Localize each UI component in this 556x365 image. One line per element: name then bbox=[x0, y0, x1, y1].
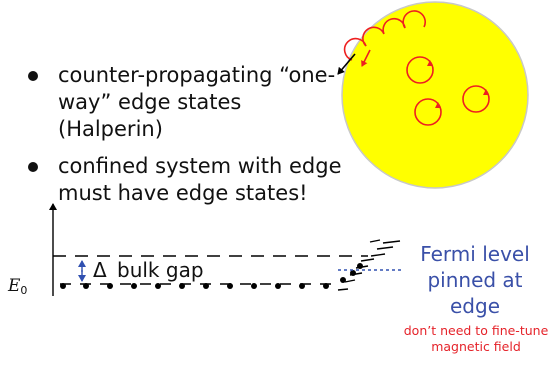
edge-state-level bbox=[349, 272, 363, 276]
edge-state-level bbox=[355, 265, 369, 269]
bullet-item-confined-system: confined system with edge must have edge… bbox=[22, 153, 342, 207]
electron-dot bbox=[299, 283, 305, 289]
edge-state-level bbox=[370, 253, 386, 257]
edge-state-level bbox=[344, 279, 356, 283]
electron-dot bbox=[340, 277, 346, 283]
bullet-dot-icon bbox=[28, 71, 38, 81]
edge-state-level bbox=[360, 258, 375, 262]
electron-dot bbox=[131, 283, 137, 289]
electron-dot bbox=[251, 283, 257, 289]
electron-dot bbox=[275, 283, 281, 289]
bullet-list: counter-propagating “one-way” edge state… bbox=[22, 62, 342, 217]
edge-state-level bbox=[382, 240, 401, 244]
electron-dot bbox=[107, 283, 113, 289]
fermi-level-label: Fermi level pinned at edge bbox=[420, 242, 530, 318]
bullet-dot-icon bbox=[28, 162, 38, 172]
electron-dot bbox=[323, 283, 329, 289]
energy-symbol: E0 bbox=[7, 276, 27, 297]
electron-dot bbox=[179, 283, 185, 289]
edge-state-level bbox=[337, 288, 349, 291]
electron-dot bbox=[60, 283, 66, 289]
sample-disk-illustration bbox=[337, 1, 529, 189]
edge-orbit-arrow-icon bbox=[361, 49, 371, 67]
electron-dot bbox=[203, 283, 209, 289]
edge-state-level bbox=[369, 239, 381, 243]
bullet-text: confined system with edge must have edge… bbox=[58, 154, 342, 205]
energy-diagram: Δ bulk gap E0 bbox=[7, 203, 402, 297]
skipping-edge-orbit bbox=[343, 10, 427, 61]
delta-symbol: Δ bbox=[93, 258, 107, 282]
electron-dots bbox=[60, 263, 363, 289]
electron-dot bbox=[227, 283, 233, 289]
magnetic-field-note: don’t need to fine-tune magnetic field bbox=[403, 323, 549, 354]
edge-state-level bbox=[376, 246, 394, 250]
energy-symbol-subscript: 0 bbox=[20, 284, 27, 297]
bulk-cyclotron-orbit bbox=[406, 56, 434, 84]
bulk-gap-label: bulk gap bbox=[117, 258, 204, 282]
bulk-cyclotron-orbit bbox=[414, 98, 442, 126]
bullet-item-edge-states: counter-propagating “one-way” edge state… bbox=[22, 62, 342, 143]
bullet-text: counter-propagating “one-way” edge state… bbox=[58, 63, 336, 141]
orbit-direction-icon bbox=[483, 89, 489, 95]
energy-symbol-letter: E bbox=[7, 276, 21, 296]
edge-state-levels bbox=[337, 239, 401, 291]
edge-current-arrow-icon bbox=[337, 53, 356, 75]
orbit-direction-icon bbox=[435, 102, 441, 108]
bulk-cyclotron-orbit bbox=[462, 85, 490, 113]
electron-dot bbox=[155, 283, 161, 289]
sample-disk bbox=[341, 1, 529, 189]
electron-dot bbox=[83, 283, 89, 289]
orbit-direction-icon bbox=[427, 60, 433, 66]
